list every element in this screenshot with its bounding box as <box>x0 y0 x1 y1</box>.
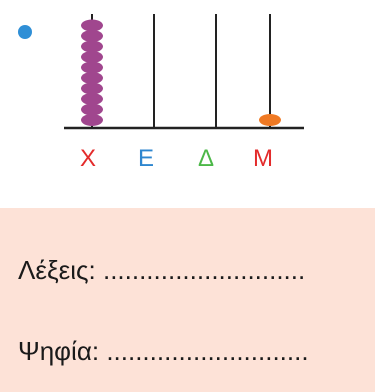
digits-blank[interactable]: ............................ <box>106 336 309 366</box>
words-line[interactable]: Λέξεις: ............................ <box>18 255 305 285</box>
abacus-bead <box>81 82 103 95</box>
column-label-thousands: Χ <box>79 145 96 172</box>
answer-box: Λέξεις: ............................ Ψηφ… <box>0 208 375 392</box>
digits-label: Ψηφία: <box>18 336 100 366</box>
column-label-hundreds: Ε <box>137 145 154 172</box>
abacus-bead <box>81 93 103 105</box>
abacus-bead <box>81 30 103 42</box>
abacus-bead <box>81 72 103 84</box>
abacus-bead <box>81 19 103 32</box>
abacus-bead <box>81 40 103 53</box>
abacus-bead <box>81 114 103 126</box>
abacus-bead <box>81 61 103 74</box>
column-label-units: Μ <box>253 145 273 172</box>
digits-line[interactable]: Ψηφία: ............................ <box>18 336 309 366</box>
bullet-point <box>18 25 32 39</box>
words-label: Λέξεις: <box>18 255 96 285</box>
abacus-bead <box>81 103 103 116</box>
abacus-beads <box>81 19 281 126</box>
words-blank[interactable]: ............................ <box>102 255 306 285</box>
column-label-tens: Δ <box>197 145 215 172</box>
abacus-bead <box>259 114 281 126</box>
abacus <box>64 14 304 130</box>
abacus-bead <box>81 51 103 63</box>
